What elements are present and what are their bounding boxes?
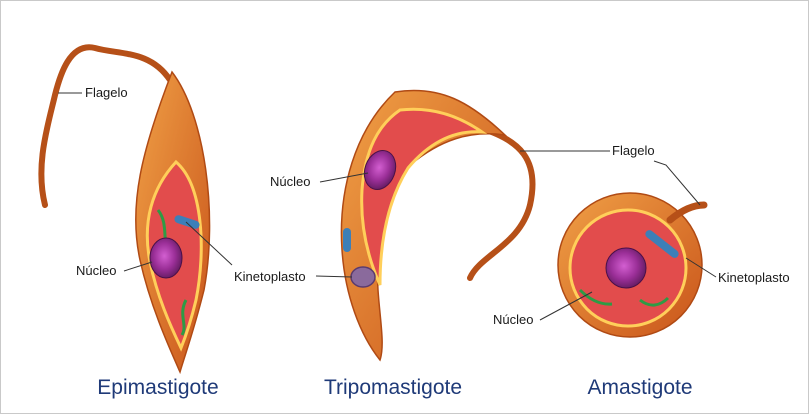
amastigote-flagellum <box>670 205 704 220</box>
epimastigote-flagelo-label: Flagelo <box>85 85 128 100</box>
tripomastigote-nucleo-label: Núcleo <box>270 174 310 189</box>
tripomastigote-title: Tripomastigote <box>324 376 462 399</box>
amastigote-title: Amastigote <box>587 376 692 399</box>
epimastigote-nucleo-label: Núcleo <box>76 263 116 278</box>
amastigote-nucleo-label: Núcleo <box>493 312 533 327</box>
amastigote-figure <box>558 193 704 337</box>
amastigote-kinetoplasto-label: Kinetoplasto <box>718 270 790 285</box>
epimastigote-title: Epimastigote <box>97 376 218 399</box>
amastigote-nucleus <box>606 248 646 288</box>
leader-ama-flagelo-2 <box>654 161 700 205</box>
epimastigote-kinetoplasto-label: Kinetoplasto <box>234 269 306 284</box>
epimastigote-nucleus <box>150 238 182 278</box>
amastigote-flagelo-label: Flagelo <box>612 143 655 158</box>
tripomastigote-basal-body <box>343 228 351 252</box>
tripomastigote-kinetoplast <box>351 267 375 287</box>
